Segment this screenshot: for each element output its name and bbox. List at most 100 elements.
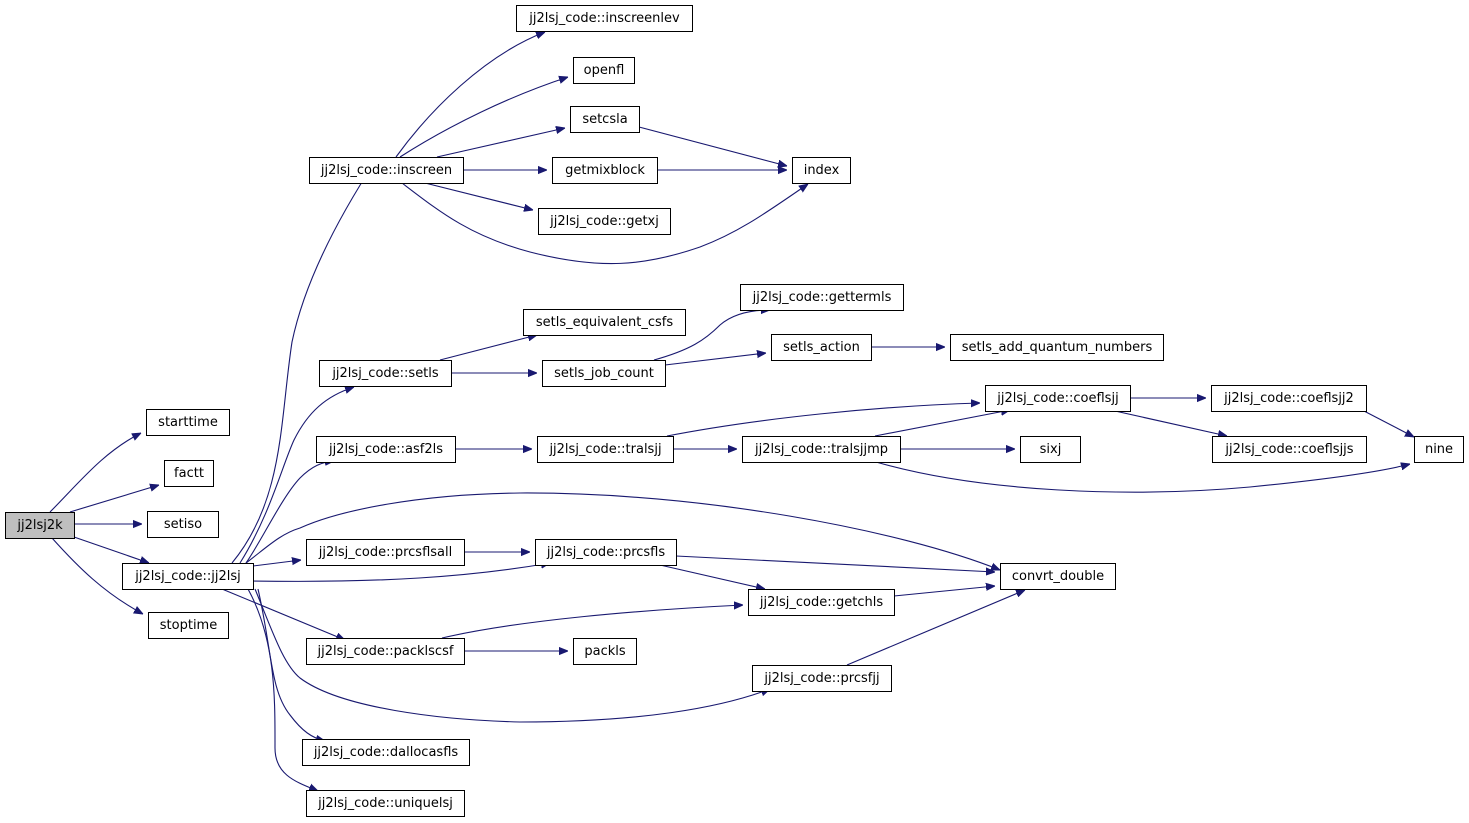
node-box [306,638,465,665]
edge-jj2lsj2k-to-stoptime [51,537,143,614]
node-getchls[interactable]: jj2lsj_code::getchls [748,589,895,616]
node-setls[interactable]: jj2lsj_code::setls [319,360,452,387]
node-inscreenlev[interactable]: jj2lsj_code::inscreenlev [516,5,693,32]
edge-inscreen-to-openfl [399,77,568,158]
node-jj2lsj2k[interactable]: jj2lsj2k [5,512,75,539]
edge-path [1363,410,1414,437]
node-setiso[interactable]: setiso [147,511,219,538]
node-sixj[interactable]: sixj [1020,436,1081,463]
node-coeflsjjs[interactable]: jj2lsj_code::coeflsjjs [1212,436,1367,463]
edge-setls-job-count-to-setls-action [664,353,766,366]
edge-path [874,410,1010,437]
node-tralsjj[interactable]: jj2lsj_code::tralsjj [537,436,674,463]
node-coeflsjj2[interactable]: jj2lsj_code::coeflsjj2 [1211,385,1367,412]
node-box [306,539,465,566]
node-factt[interactable]: factt [164,460,214,487]
edge-jj2lsj-to-asf2ls [245,461,334,564]
node-uniquelsj[interactable]: jj2lsj_code::uniquelsj [306,790,465,817]
node-gettermls[interactable]: jj2lsj_code::gettermls [740,284,904,311]
node-label: sixj [1040,442,1062,457]
edge-packlscsf-to-getchls [441,605,743,639]
node-box [985,385,1131,412]
node-box [1212,436,1367,463]
node-inscreen[interactable]: jj2lsj_code::inscreen [309,157,464,184]
node-label: jj2lsj_code::inscreen [320,163,452,178]
node-box [537,436,674,463]
node-box [523,309,686,336]
edge-jj2lsj-to-prcsflsall [252,560,301,567]
node-nine[interactable]: nine [1414,436,1464,463]
node-label: nine [1425,442,1453,457]
edge-setcsla-to-index [638,126,787,166]
node-label: jj2lsj_code::setls [331,366,439,381]
edge-path [257,588,325,741]
node-box [148,612,229,639]
node-box [535,539,677,566]
edge-jj2lsj-to-dallocasfls [257,588,325,741]
node-setcsla[interactable]: setcsla [570,106,640,133]
node-coeflsjj[interactable]: jj2lsj_code::coeflsjj [985,385,1131,412]
node-setls-action[interactable]: setls_action [771,334,872,361]
node-convrt-double[interactable]: convrt_double [1000,563,1116,590]
node-stoptime[interactable]: stoptime [148,612,229,639]
node-prcsflsall[interactable]: jj2lsj_code::prcsflsall [306,539,465,566]
node-openfl[interactable]: openfl [573,57,635,84]
node-label: jj2lsj_code::dallocasfls [313,745,459,760]
node-jj2lsj[interactable]: jj2lsj_code::jj2lsj [122,563,254,590]
edge-path [69,485,159,513]
node-index[interactable]: index [792,157,851,184]
edge-path [239,387,354,564]
node-starttime[interactable]: starttime [146,409,230,436]
node-getmixblock[interactable]: getmixblock [552,157,658,184]
node-label: packls [584,644,626,659]
node-label: jj2lsj_code::tralsjj [548,442,661,457]
edge-path [401,182,808,265]
edge-inscreen-to-inscreenlev [395,32,545,158]
node-tralsjjmp[interactable]: jj2lsj_code::tralsjjmp [742,436,901,463]
edge-prcsfjj-to-convrt-double [846,589,1025,666]
node-label: factt [174,466,204,481]
node-label: jj2lsj2k [16,518,63,533]
node-label: setcsla [582,112,627,127]
edge-path [73,536,149,563]
node-asf2ls[interactable]: jj2lsj_code::asf2ls [316,436,456,463]
edge-prcsfls-to-getchls [659,564,765,589]
edge-jj2lsj-to-packlscsf [221,588,345,641]
node-getxj[interactable]: jj2lsj_code::getxj [538,208,671,235]
nodes-layer: jj2lsj2k starttime factt setiso jj2lsj_code:… [5,5,1464,817]
node-prcsfjj[interactable]: jj2lsj_code::prcsfjj [752,665,892,692]
node-setls-job-count[interactable]: setls_job_count [542,360,666,387]
edge-getchls-to-convrt-double [893,586,995,597]
node-packlscsf[interactable]: jj2lsj_code::packlscsf [306,638,465,665]
edge-path [395,32,545,158]
node-box [1020,436,1081,463]
node-box [146,409,230,436]
node-dallocasfls[interactable]: jj2lsj_code::dallocasfls [302,739,470,766]
edge-path [231,160,376,564]
node-label: jj2lsj_code::gettermls [752,290,892,305]
edge-coeflsjj2-to-nine [1363,410,1414,437]
node-label: jj2lsj_code::prcsfls [546,545,666,560]
node-packls[interactable]: packls [573,638,637,665]
node-label: jj2lsj_code::coeflsjj2 [1223,391,1354,406]
node-setls-add-quantum-numbers[interactable]: setls_add_quantum_numbers [950,334,1164,361]
edge-path [638,126,787,166]
edge-path [1114,410,1227,436]
node-box [752,665,892,692]
edges-layer [49,32,1414,792]
node-box [740,284,904,311]
node-label: jj2lsj_code::coeflsjj [996,391,1118,406]
edge-path [664,353,766,366]
edge-jj2lsj2k-to-starttime [49,433,141,513]
edge-path [254,588,770,723]
node-prcsfls[interactable]: jj2lsj_code::prcsfls [535,539,677,566]
node-label: index [804,163,840,178]
node-label: stoptime [160,618,217,633]
node-label: jj2lsj_code::getchls [759,595,883,610]
node-box [1000,563,1116,590]
node-box [302,739,470,766]
edge-setls-to-setls-equivalent-csfs [439,335,537,361]
node-setls-equivalent-csfs[interactable]: setls_equivalent_csfs [523,309,686,336]
edge-path [846,589,1025,666]
